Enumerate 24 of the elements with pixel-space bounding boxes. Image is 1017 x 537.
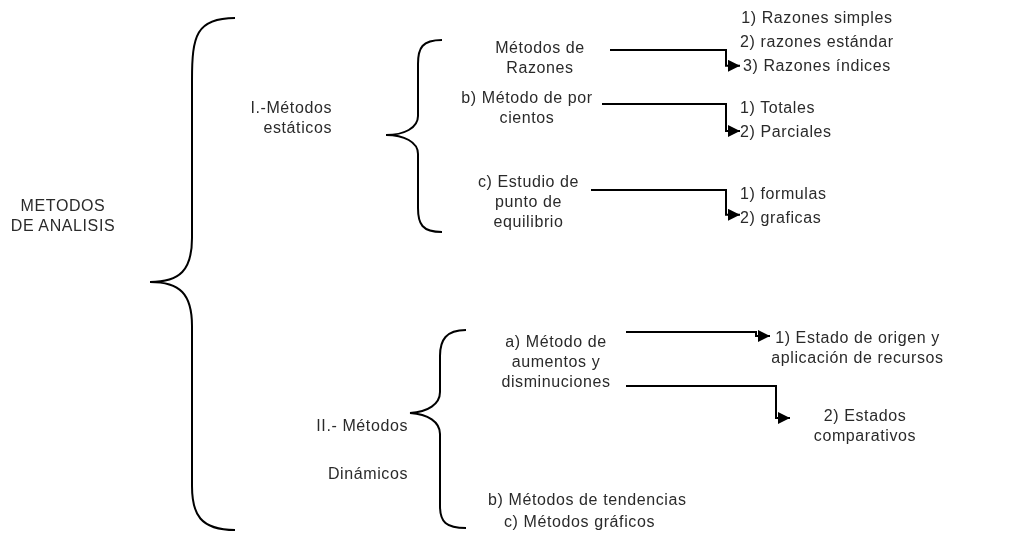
- text-label: METODOS DE ANALISIS: [8, 196, 118, 236]
- text-label: b) Métodos de tendencias: [488, 490, 687, 510]
- text-label: Métodos de Razones: [470, 38, 610, 78]
- arrow: [625, 385, 791, 424]
- text-label: a) Método de aumentos y disminuciones: [486, 332, 626, 392]
- text-label: 2) Estados comparativos: [790, 406, 940, 446]
- text-label: I.-Métodos estáticos: [226, 98, 332, 138]
- arrow: [601, 103, 741, 137]
- text-label: II.- Métodos: [315, 416, 408, 436]
- list-item: 1) Totales: [740, 98, 817, 118]
- list-item: 1) formulas: [740, 184, 827, 204]
- arrow: [625, 330, 771, 342]
- list-item: 2) Parciales: [740, 122, 832, 142]
- text-label: c) Métodos gráficos: [504, 512, 655, 532]
- arrow: [609, 49, 741, 72]
- text-label: Dinámicos: [326, 464, 408, 484]
- list-item: 2) graficas: [740, 208, 823, 228]
- arrow: [590, 189, 741, 221]
- list-item: 2) razones estándar: [740, 32, 894, 52]
- text-label: b) Método de por cientos: [452, 88, 602, 128]
- text-label: 1) Estado de origen y aplicación de recursos: [770, 328, 945, 368]
- list-item: 3) Razones índices: [741, 56, 892, 76]
- list-item: 1) Razones simples: [740, 8, 894, 28]
- text-label: c) Estudio de punto de equilibrio: [466, 172, 591, 232]
